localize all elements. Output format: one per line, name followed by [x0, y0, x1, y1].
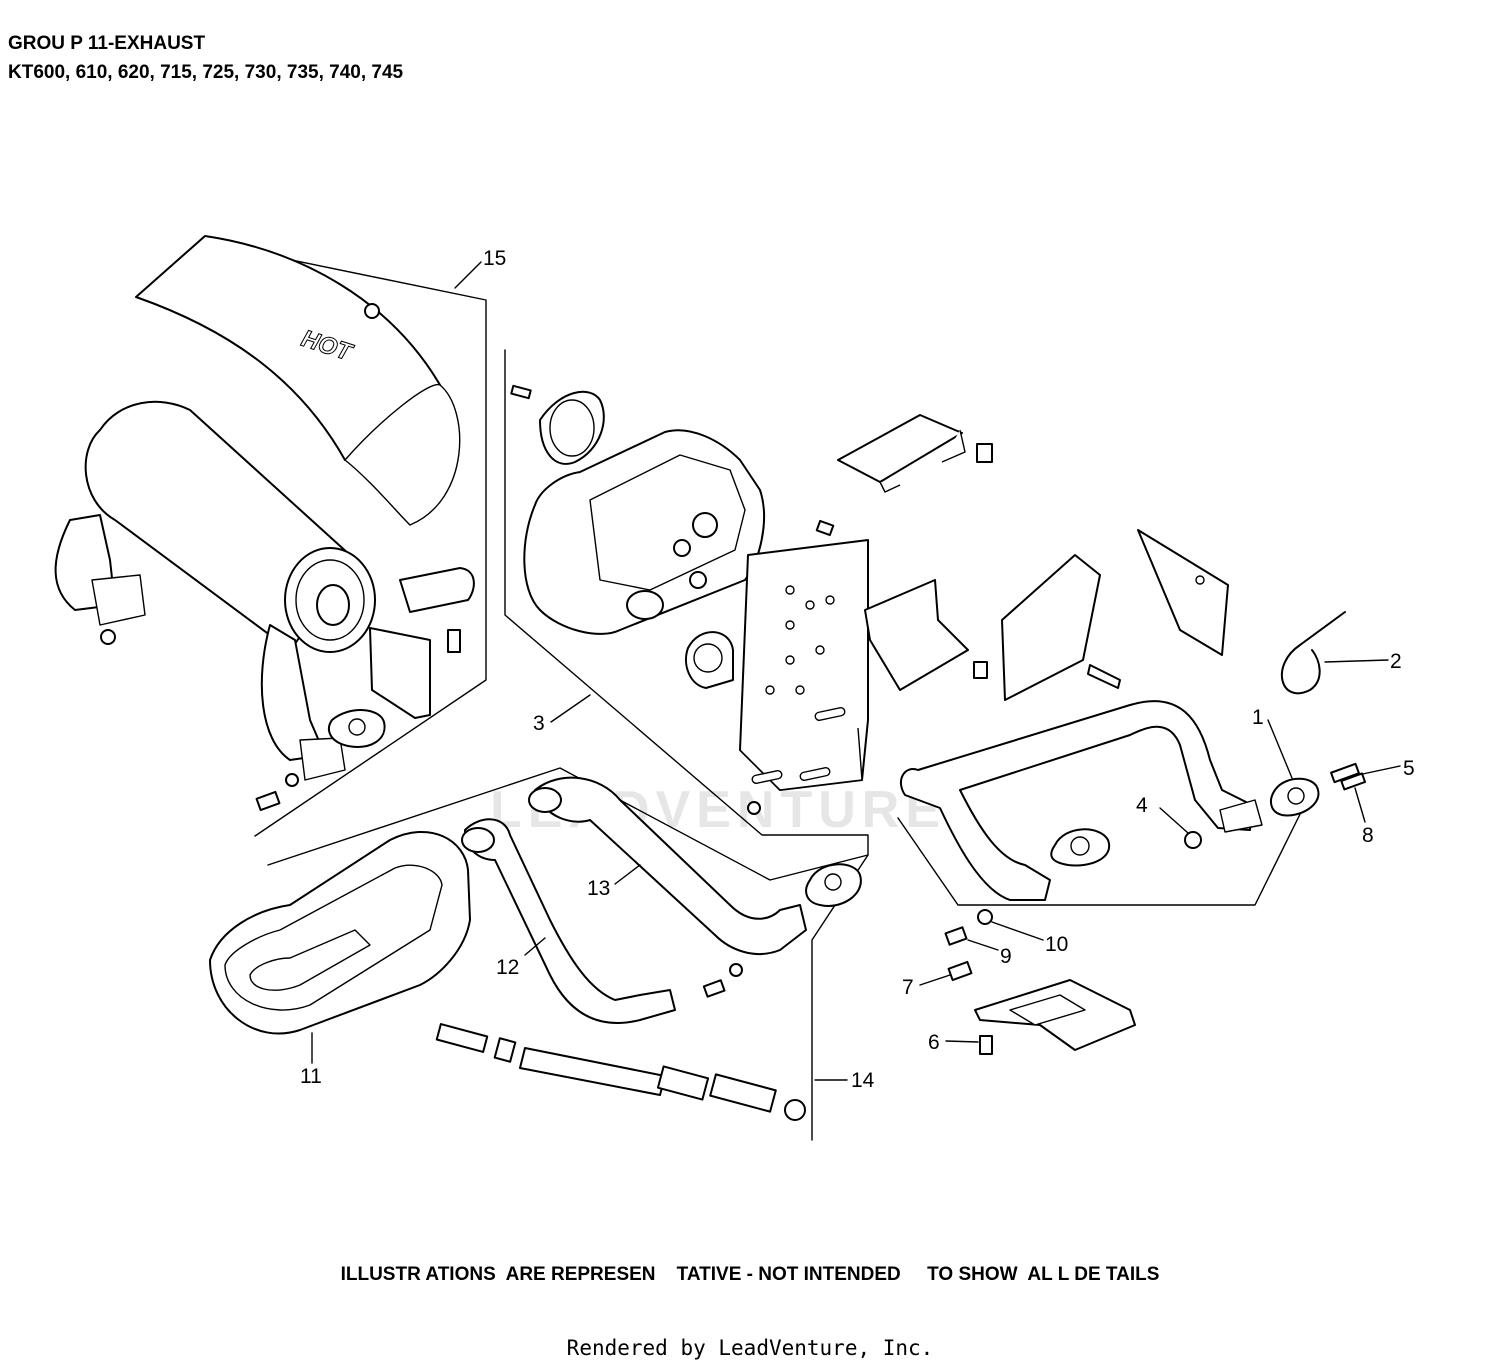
callout-9: 9 [1000, 945, 1012, 968]
callout-7: 7 [902, 976, 914, 999]
model-list: KT600, 610, 620, 715, 725, 730, 735, 740… [8, 62, 404, 83]
callout-3: 3 [533, 712, 545, 735]
callout-11: 11 [300, 1065, 322, 1088]
callout-leader-lines [311, 261, 1401, 1081]
callout-4: 4 [1136, 794, 1148, 817]
callout-2: 2 [1390, 650, 1402, 673]
callout-13: 13 [587, 877, 610, 900]
lower-muffler-assembly [209, 767, 869, 1141]
callout-6: 6 [928, 1031, 940, 1054]
muffler-bracket-assembly-3 [504, 349, 1229, 856]
callout-8: 8 [1362, 824, 1374, 847]
disclaimer-text: ILLUSTR ATIONS ARE REPRESEN TATIVE - NOT… [340, 1264, 1160, 1285]
callout-5: 5 [1403, 757, 1415, 780]
callout-10: 10 [1045, 933, 1068, 956]
rendered-by-credit: Rendered by LeadVenture, Inc. [566, 1336, 934, 1360]
group-title: GROU P 11-EXHAUST [8, 33, 206, 54]
callout-1: 1 [1252, 706, 1264, 729]
callout-numbers: 1 2 3 4 5 6 7 8 9 10 11 12 13 14 15 [300, 247, 1415, 1092]
muffler-assembly-15: HOT [54, 235, 487, 837]
exhaust-pipe-assembly-right [897, 611, 1367, 906]
callout-15: 15 [483, 247, 506, 270]
callout-12: 12 [496, 956, 519, 979]
lower-bracket-assembly [944, 909, 1136, 1055]
callout-14: 14 [851, 1069, 875, 1092]
